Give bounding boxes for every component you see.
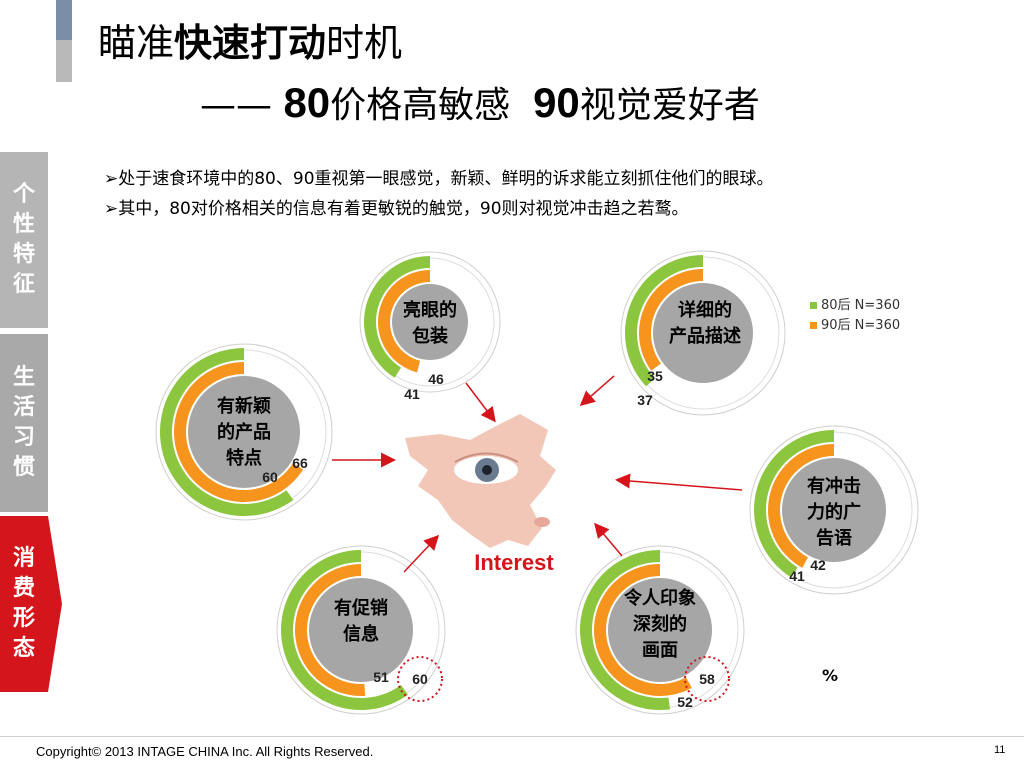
donut-label: 画面 [642,640,678,661]
donut-center [188,376,300,488]
donut-label: 包装 [412,325,448,347]
sidebar-item-personality[interactable]: 个性特征 [0,152,48,328]
donut-outer-ring [359,251,501,393]
data-label-80: 41 [404,386,420,402]
donut-label: 产品描述 [669,325,741,347]
sidebar-item-lifestyle[interactable]: 生活习惯 [0,334,48,512]
donut-arc-90 [768,444,834,568]
page-number: 11 [994,744,1006,756]
eyelid [454,452,519,463]
nose [534,517,550,527]
donut-arc-80 [281,550,409,711]
donut-arc-80 [580,550,671,710]
donut-label: 令人印象 [623,587,696,609]
donut-arc-80 [364,256,430,378]
unit-label: % [822,666,839,685]
donut-label: 告语 [816,527,852,549]
bullet-item: ➢其中，80对价格相关的信息有着更敏锐的触觉，90则对视觉冲击趋之若鹜。 [104,199,689,219]
footer-divider [0,736,1024,737]
donut-arc-90 [639,269,703,371]
legend-item: 90后 N=360 [810,316,900,336]
data-label-80: 52 [677,694,693,710]
eye-pupil [482,465,492,475]
bullet-item: ➢处于速食环境中的80、90重视第一眼感觉，新颖、鲜明的诉求能立刻抓住他们的眼球… [104,169,774,189]
donut-arc-90 [378,270,430,373]
donut-arc-80 [160,348,294,516]
sidebar-active-indicator [48,516,62,692]
data-label-90: 66 [292,455,308,471]
donut-outer-ring [276,545,446,715]
donut-outer-ring [749,425,919,595]
donut-label: 的产品 [217,421,271,443]
eye-illustration [405,414,556,548]
arrow [594,522,623,557]
donut-label: 力的广 [807,501,861,523]
donut-label: 特点 [226,447,262,469]
donut-center [653,283,753,383]
donut-label: 信息 [343,623,379,645]
donut-center [608,578,712,682]
donut-arc-90 [295,564,366,696]
donut-arc-80 [754,430,834,578]
data-label-90: 51 [373,669,389,685]
highlight-circle [684,656,730,702]
donut-label: 有新颖 [217,395,271,417]
highlight-circle [397,656,443,702]
sidebar-item-consumption[interactable]: 消费形态 [0,516,48,692]
donut-center [782,458,886,562]
center-label: Interest [474,550,554,575]
bullet-list: ➢处于速食环境中的80、90重视第一眼感觉，新颖、鲜明的诉求能立刻抓住他们的眼球… [104,164,774,224]
donut-outer-ring [155,343,333,521]
data-label-80: 60 [412,671,428,687]
donut-center [309,578,413,682]
data-label-80: 60 [262,469,278,485]
arrow [579,375,615,406]
arrow [403,534,440,573]
donut-label: 深刻的 [633,613,687,635]
legend-item: 80后 N=360 [810,296,900,316]
page-title: 瞄准快速打动时机 [98,21,403,65]
donut-arc-80 [624,255,703,387]
donut-arc-90 [594,564,692,696]
donut-outer-ring [620,250,786,416]
donut-label: 详细的 [678,299,732,321]
donut-outer-ring [575,545,745,715]
data-label-90: 35 [647,368,663,384]
arrow [615,473,743,491]
chart-legend: 80后 N=360 90后 N=360 [810,296,900,336]
copyright: Copyright© 2013 INTAGE CHINA Inc. All Ri… [36,744,374,759]
donut-center [392,284,468,360]
title-accent-bar [56,0,72,82]
page-subtitle: —— 80价格高敏感 90视觉爱好者 [200,79,760,126]
arrow [465,382,496,423]
data-label-90: 58 [699,671,715,687]
donut-label: 有冲击 [807,475,861,497]
data-label-80: 41 [789,568,805,584]
data-label-90: 46 [428,371,444,387]
data-label-90: 42 [810,557,826,573]
data-label-80: 37 [637,392,653,408]
donut-label: 有促销 [334,597,388,619]
donut-label: 亮眼的 [403,299,457,321]
